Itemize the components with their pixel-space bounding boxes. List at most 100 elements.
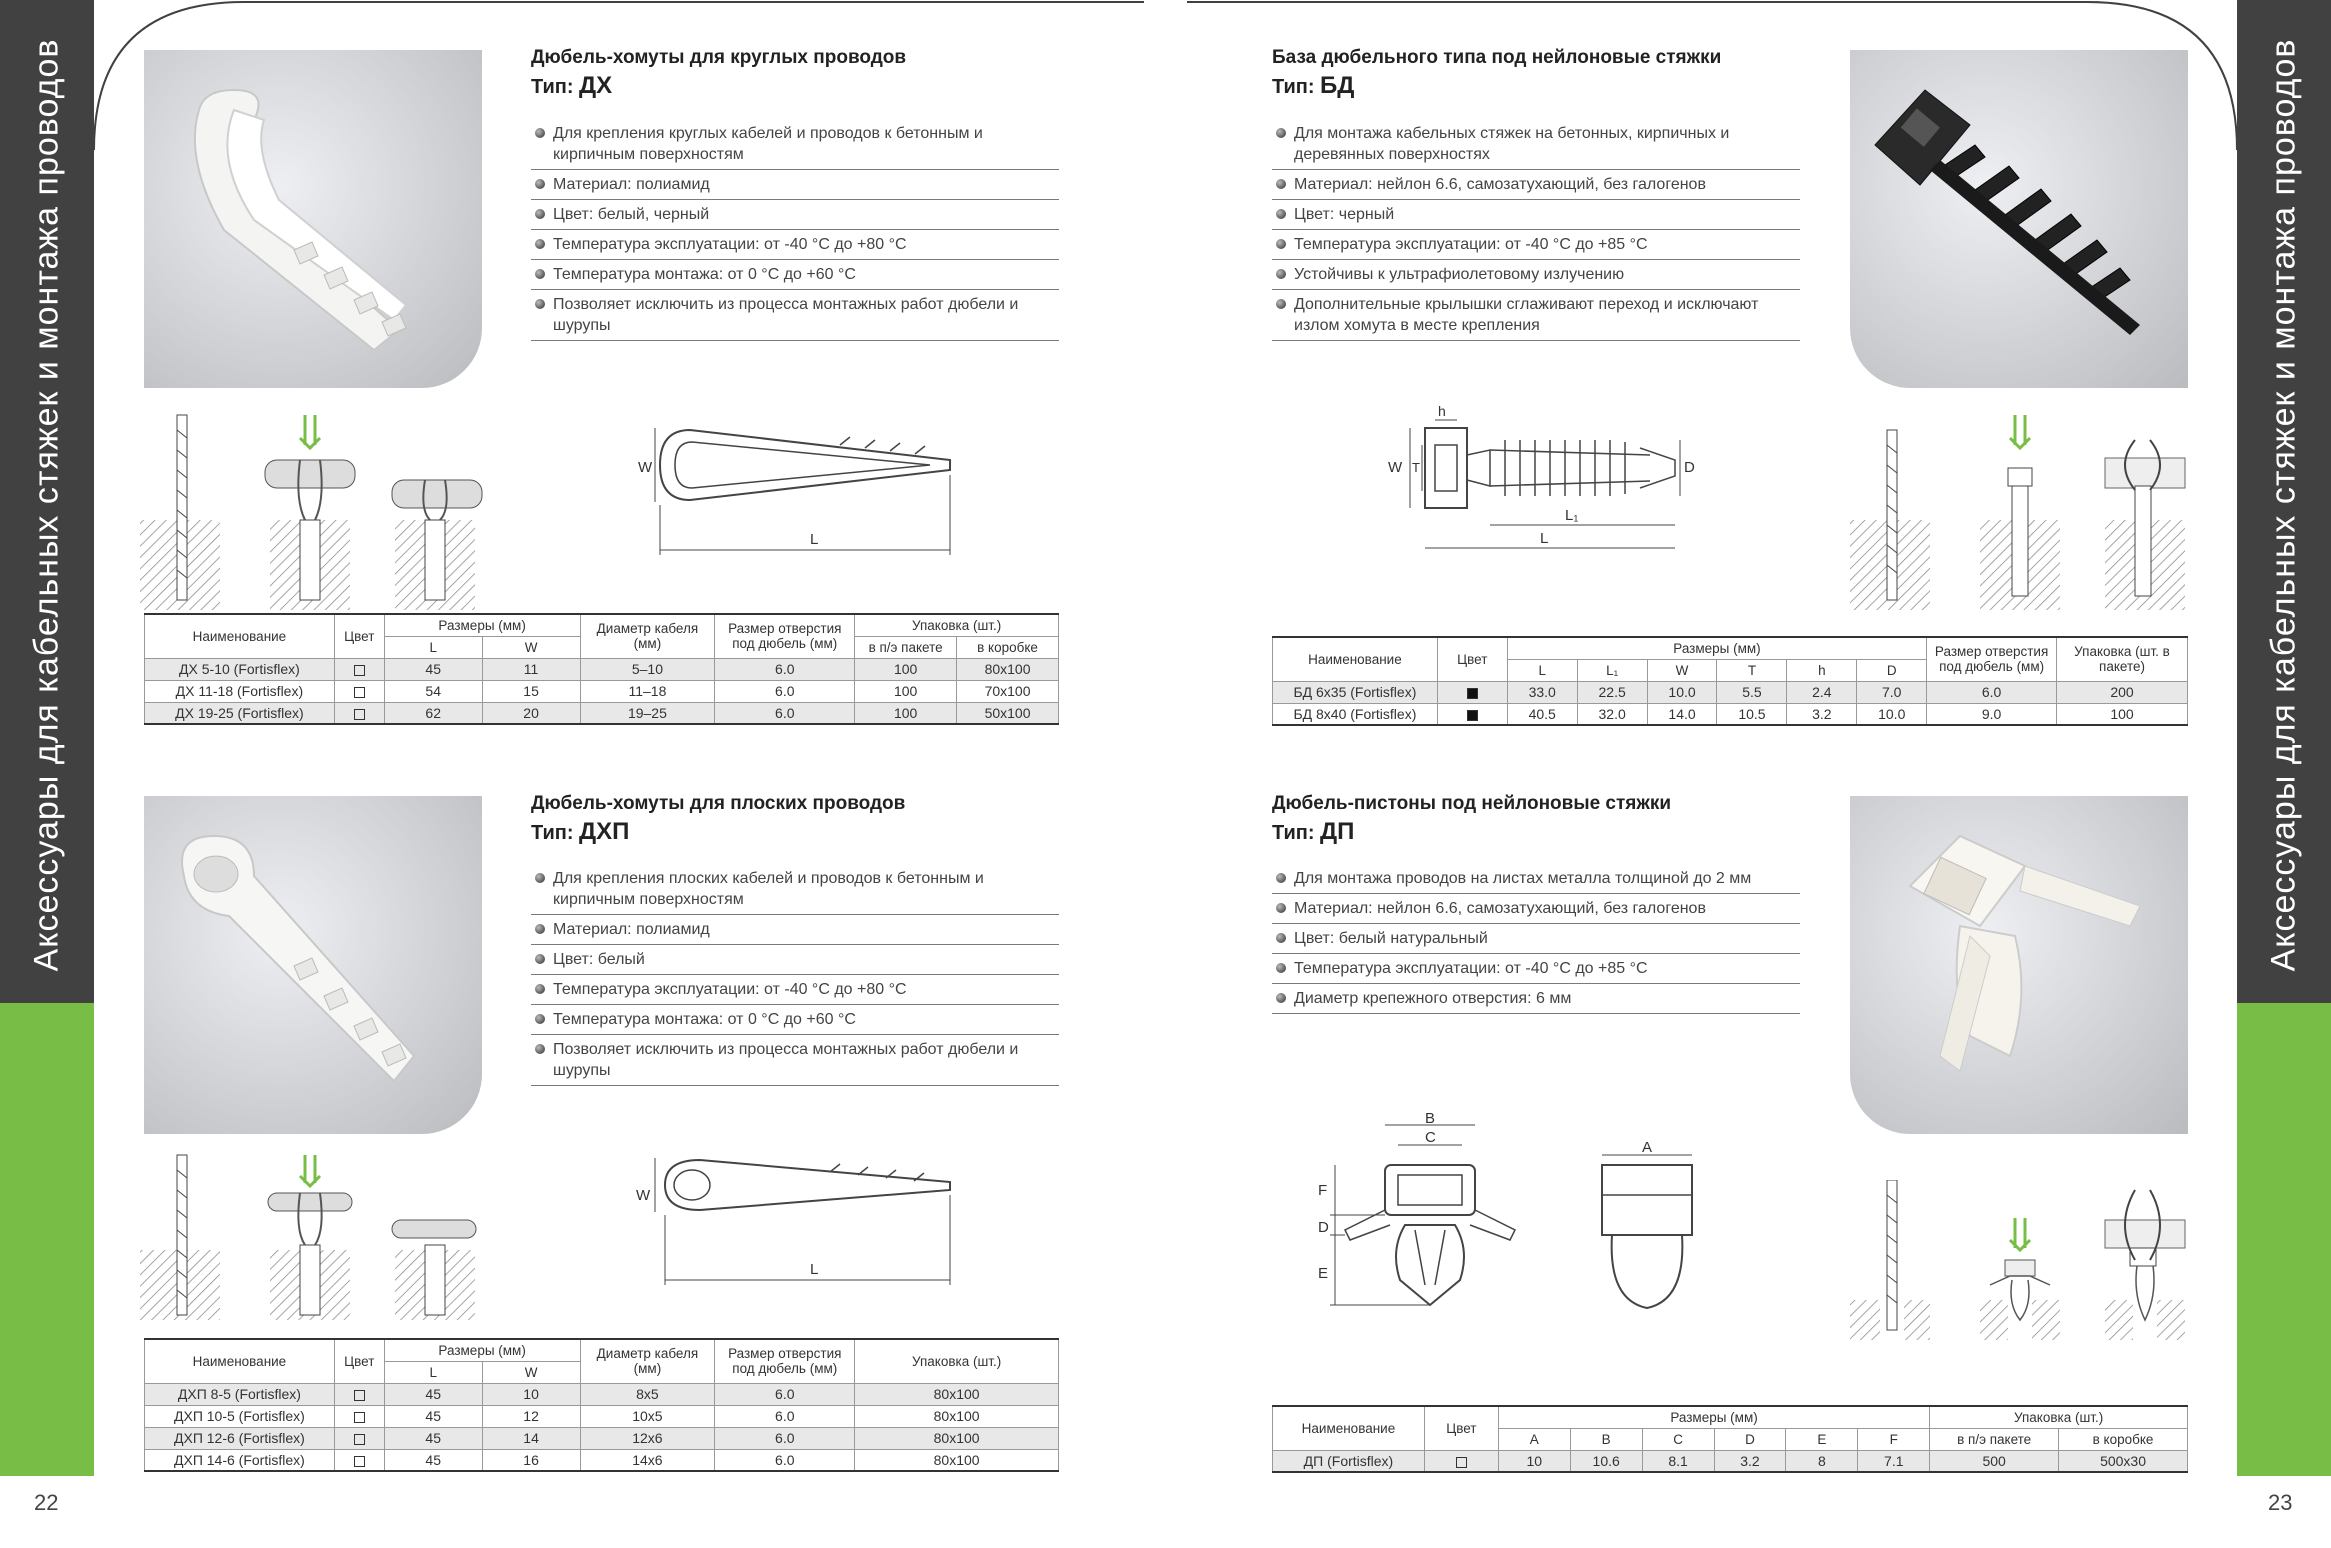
table-row: ДХП 10-5 (Fortisflex) 45 12 10x5 6.0 80x… xyxy=(144,1404,1059,1428)
list-item: Цвет: белый xyxy=(531,945,1059,975)
cell-name: ДХ 19-25 (Fortisflex) xyxy=(144,701,335,725)
cell-name: ДХП 10-5 (Fortisflex) xyxy=(144,1404,335,1428)
col-header-diameter: Диаметр кабеля (мм) xyxy=(579,1338,716,1384)
color-swatch-white xyxy=(333,1448,385,1472)
col-header-w: W xyxy=(1646,658,1718,682)
list-item: Для монтажа кабельных стяжек на бетонных… xyxy=(1272,119,1800,170)
cell-bag: 100 xyxy=(854,701,958,725)
cell-l1: 32.0 xyxy=(1576,702,1648,726)
page-number-right: 23 xyxy=(2268,1490,2293,1515)
dim-l1-label: L₁ xyxy=(1565,507,1578,524)
dh-dimension-drawing: W L xyxy=(638,428,951,555)
color-swatch-black xyxy=(1436,702,1508,726)
cell-name: ДХ 11-18 (Fortisflex) xyxy=(144,679,335,703)
col-header-l: L xyxy=(383,635,483,659)
cell-hole: 6.0 xyxy=(1926,680,2058,704)
dp-spec-table: Наименование Цвет Размеры (мм) Упаковка … xyxy=(1272,1405,2188,1473)
list-item: Диаметр крепежного отверстия: 6 мм xyxy=(1272,984,1800,1014)
table-row: БД 6x35 (Fortisflex) 33.0 22.5 10.0 5.5 … xyxy=(1272,680,2188,704)
dim-w-label: W xyxy=(638,459,653,476)
dh-title-text: Дюбель-хомуты для круглых проводов xyxy=(531,47,907,68)
list-item: Позволяет исключить из процесса монтажны… xyxy=(531,1035,1059,1086)
dim-a-label: A xyxy=(1642,1139,1652,1156)
left-sidebar: Аксессуары для кабельных стяжек и монтаж… xyxy=(0,0,94,1476)
list-item: Материал: полиамид xyxy=(531,170,1059,200)
cell-h: 2.4 xyxy=(1786,680,1858,704)
cell-l: 40.5 xyxy=(1506,702,1578,726)
sidebar-green-block xyxy=(0,1003,94,1476)
cell-a: 10 xyxy=(1497,1449,1571,1473)
col-header-pack: Упаковка (шт.) xyxy=(854,1338,1059,1384)
col-header-name: Наименование xyxy=(144,1338,335,1384)
cell-diameter: 12x6 xyxy=(579,1426,716,1450)
cell-hole: 6.0 xyxy=(714,657,856,681)
list-item: Для крепления плоских кабелей и проводов… xyxy=(531,864,1059,915)
page-number-left: 22 xyxy=(34,1490,59,1515)
cell-hole: 6.0 xyxy=(714,1382,856,1406)
cell-l: 45 xyxy=(383,1448,483,1472)
col-header-l1: L₁ xyxy=(1576,658,1648,682)
col-header-name: Наименование xyxy=(1272,1405,1425,1451)
table-row: ДХ 11-18 (Fortisflex) 54 15 11–18 6.0 10… xyxy=(144,679,1059,703)
cell-name: ДХП 12-6 (Fortisflex) xyxy=(144,1426,335,1450)
cell-box: 500x30 xyxy=(2058,1449,2188,1473)
dhp-type-line: Тип: ДХП xyxy=(531,818,905,847)
dim-l-label: L xyxy=(810,531,818,548)
sidebar-vertical-title: Аксессуары для кабельных стяжек и монтаж… xyxy=(2264,38,2303,972)
cell-bag: 100 xyxy=(854,657,958,681)
col-header-t: T xyxy=(1716,658,1788,682)
cell-h: 3.2 xyxy=(1786,702,1858,726)
cell-w: 10.0 xyxy=(1646,680,1718,704)
cell-box: 50x100 xyxy=(956,701,1059,725)
list-item: Цвет: белый, черный xyxy=(531,200,1059,230)
col-header-hole: Размер отверстия под дюбель (мм) xyxy=(1926,636,2058,682)
col-header-color: Цвет xyxy=(1436,636,1508,682)
dim-b-label: B xyxy=(1425,1110,1435,1127)
cell-name: ДХП 14-6 (Fortisflex) xyxy=(144,1448,335,1472)
col-header-pack: Упаковка (шт. в пакете) xyxy=(2056,636,2188,682)
cell-diameter: 5–10 xyxy=(579,657,716,681)
col-header-b: B xyxy=(1569,1427,1643,1451)
cell-hole: 6.0 xyxy=(714,679,856,703)
sidebar-dark-block xyxy=(0,0,94,1003)
list-item: Цвет: белый натуральный xyxy=(1272,924,1800,954)
col-header-color: Цвет xyxy=(1423,1405,1499,1451)
right-sidebar: Аксессуары для кабельных стяжек и монтаж… xyxy=(2237,0,2331,1476)
col-header-color: Цвет xyxy=(333,613,385,659)
cell-pack: 80x100 xyxy=(854,1426,1059,1450)
cell-c: 8.1 xyxy=(1641,1449,1715,1473)
dp-type-line: Тип: ДП xyxy=(1272,818,1671,847)
dim-l-label: L xyxy=(810,1261,818,1278)
col-header-name: Наименование xyxy=(1272,636,1438,682)
cell-bag: 100 xyxy=(854,679,958,703)
dim-h-label: h xyxy=(1438,403,1446,419)
page-corner-left xyxy=(94,1,1144,151)
dim-e-label: E xyxy=(1318,1265,1328,1282)
dhp-spec-table: Наименование Цвет Размеры (мм) Диаметр к… xyxy=(144,1338,1059,1472)
col-header-diameter: Диаметр кабеля (мм) xyxy=(579,613,716,659)
color-swatch-white xyxy=(333,701,385,725)
cell-w: 10 xyxy=(481,1382,581,1406)
cell-diameter: 14x6 xyxy=(579,1448,716,1472)
color-swatch-white xyxy=(333,1404,385,1428)
cell-box: 70x100 xyxy=(956,679,1059,703)
col-header-h: h xyxy=(1786,658,1858,682)
color-swatch-white xyxy=(333,1426,385,1450)
cell-hole: 6.0 xyxy=(714,701,856,725)
list-item: Температура монтажа: от 0 °C до +60 °C xyxy=(531,1005,1059,1035)
dim-w-label: W xyxy=(1388,459,1403,476)
dhp-type-code: ДХП xyxy=(579,818,630,845)
dim-c-label: C xyxy=(1425,1129,1436,1146)
table-row: ДХП 14-6 (Fortisflex) 45 16 14x6 6.0 80x… xyxy=(144,1448,1059,1472)
cell-f: 7.1 xyxy=(1857,1449,1931,1473)
col-header-pack: Упаковка (шт.) xyxy=(854,613,1059,637)
dhp-installation-steps xyxy=(140,1154,477,1320)
bd-title-text: База дюбельного типа под нейлоновые стяж… xyxy=(1272,47,1722,68)
cell-w: 11 xyxy=(481,657,581,681)
cell-w: 14.0 xyxy=(1646,702,1718,726)
col-header-d: D xyxy=(1856,658,1928,682)
cell-pack: 80x100 xyxy=(854,1448,1059,1472)
cell-l: 45 xyxy=(383,1382,483,1406)
col-header-box: в коробке xyxy=(2058,1427,2188,1451)
col-header-name: Наименование xyxy=(144,613,335,659)
